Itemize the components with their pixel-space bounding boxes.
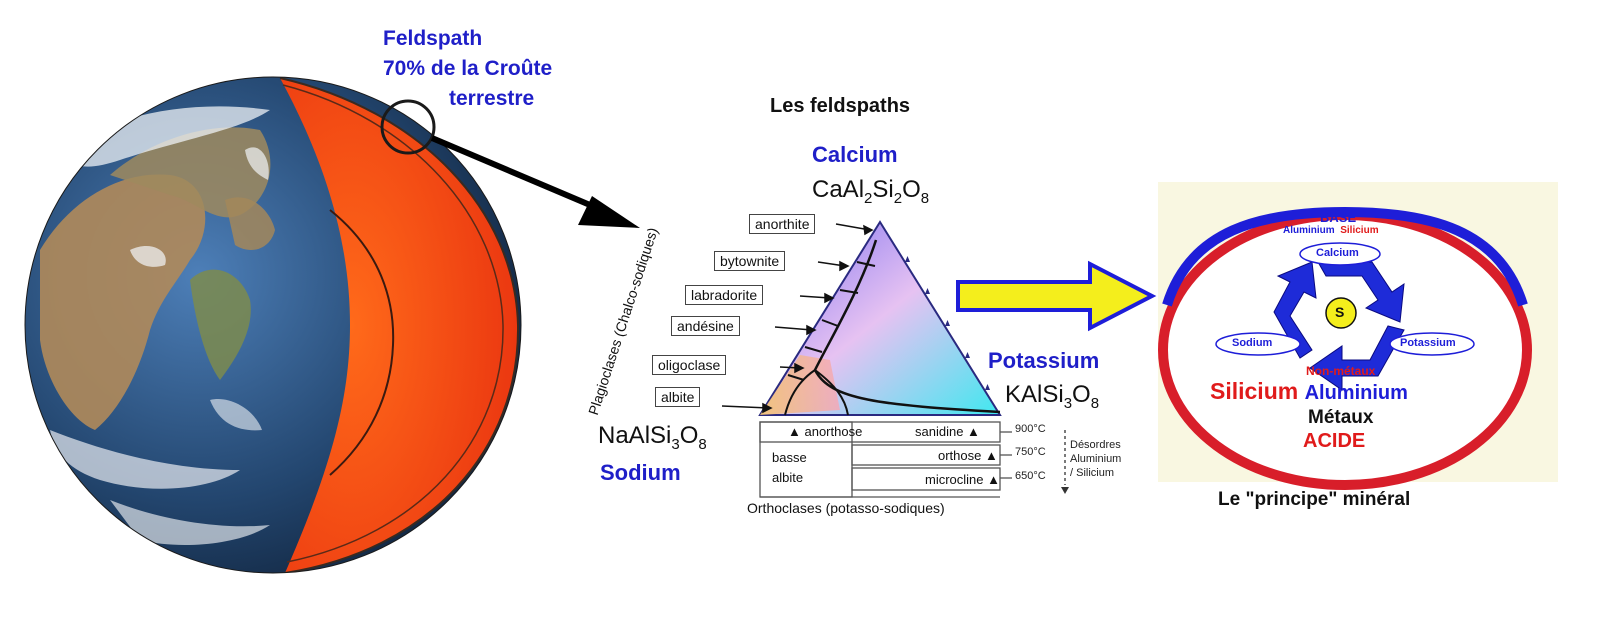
mineral-oligoclase: oligoclase: [652, 355, 727, 375]
pointer-arrow: [430, 135, 640, 228]
mineral-bytownite: bytownite: [714, 251, 786, 271]
left-formula: NaAlSi3O8: [598, 422, 707, 453]
ternary-title: Les feldspaths: [770, 95, 911, 117]
principle-emblem: [1158, 182, 1558, 490]
globe-note-line2: 70% de la Croûte: [383, 57, 553, 80]
emblem-acide: ACIDE: [1303, 430, 1366, 452]
emblem-al-si-small: Aluminium Silicium: [1283, 225, 1379, 236]
orthoclases-label: Orthoclases (potasso-sodiques): [747, 500, 945, 516]
left-element-label: Sodium: [600, 460, 681, 485]
mineral-andesine: andésine: [671, 316, 740, 336]
mineral-labradorite: labradorite: [685, 285, 764, 305]
temp-650: 650°C: [1015, 470, 1046, 482]
label-sanidine: sanidine ▲: [915, 424, 980, 439]
emblem-potassium: Potassium: [1400, 337, 1456, 349]
earth-globe: [24, 76, 522, 574]
disorder-label: Désordres Aluminium / Silicium: [1070, 439, 1122, 479]
top-formula: CaAl2Si2O8: [812, 176, 930, 207]
right-element-label: Potassium: [988, 348, 1100, 373]
emblem-sodium: Sodium: [1232, 337, 1273, 349]
globe-note-line1: Feldspath: [383, 27, 483, 50]
temp-750: 750°C: [1015, 446, 1046, 458]
top-element-label: Calcium: [812, 142, 898, 167]
right-formula: KAlSi3O8: [1005, 381, 1100, 412]
emblem-non-metaux: Non-métaux: [1306, 364, 1376, 378]
zoom-circle: [380, 99, 436, 155]
ternary-diagram: [721, 220, 1069, 498]
label-microcline: microcline ▲: [925, 472, 1000, 487]
emblem-s: S: [1335, 304, 1345, 320]
label-basse: basse: [772, 450, 807, 465]
label-basse-albite: albite: [772, 470, 804, 485]
emblem-calcium: Calcium: [1316, 247, 1359, 259]
yellow-arrow: [956, 260, 1157, 332]
globe-note: Feldspath 70% de la Croûte terrestre: [383, 24, 552, 114]
label-anorthose: ▲ anorthose: [788, 424, 863, 439]
label-orthose: orthose ▲: [938, 448, 998, 463]
emblem-metaux: Métaux: [1308, 407, 1374, 428]
mineral-anorthite: anorthite: [749, 214, 816, 234]
temp-900: 900°C: [1015, 423, 1046, 435]
globe-note-line3: terrestre: [449, 87, 535, 110]
emblem-base: BASE: [1320, 210, 1357, 225]
emblem-si-al-big: Silicium Aluminium: [1210, 378, 1408, 404]
mineral-albite: albite: [655, 387, 701, 407]
principle-caption: Le "principe" minéral: [1218, 489, 1411, 510]
